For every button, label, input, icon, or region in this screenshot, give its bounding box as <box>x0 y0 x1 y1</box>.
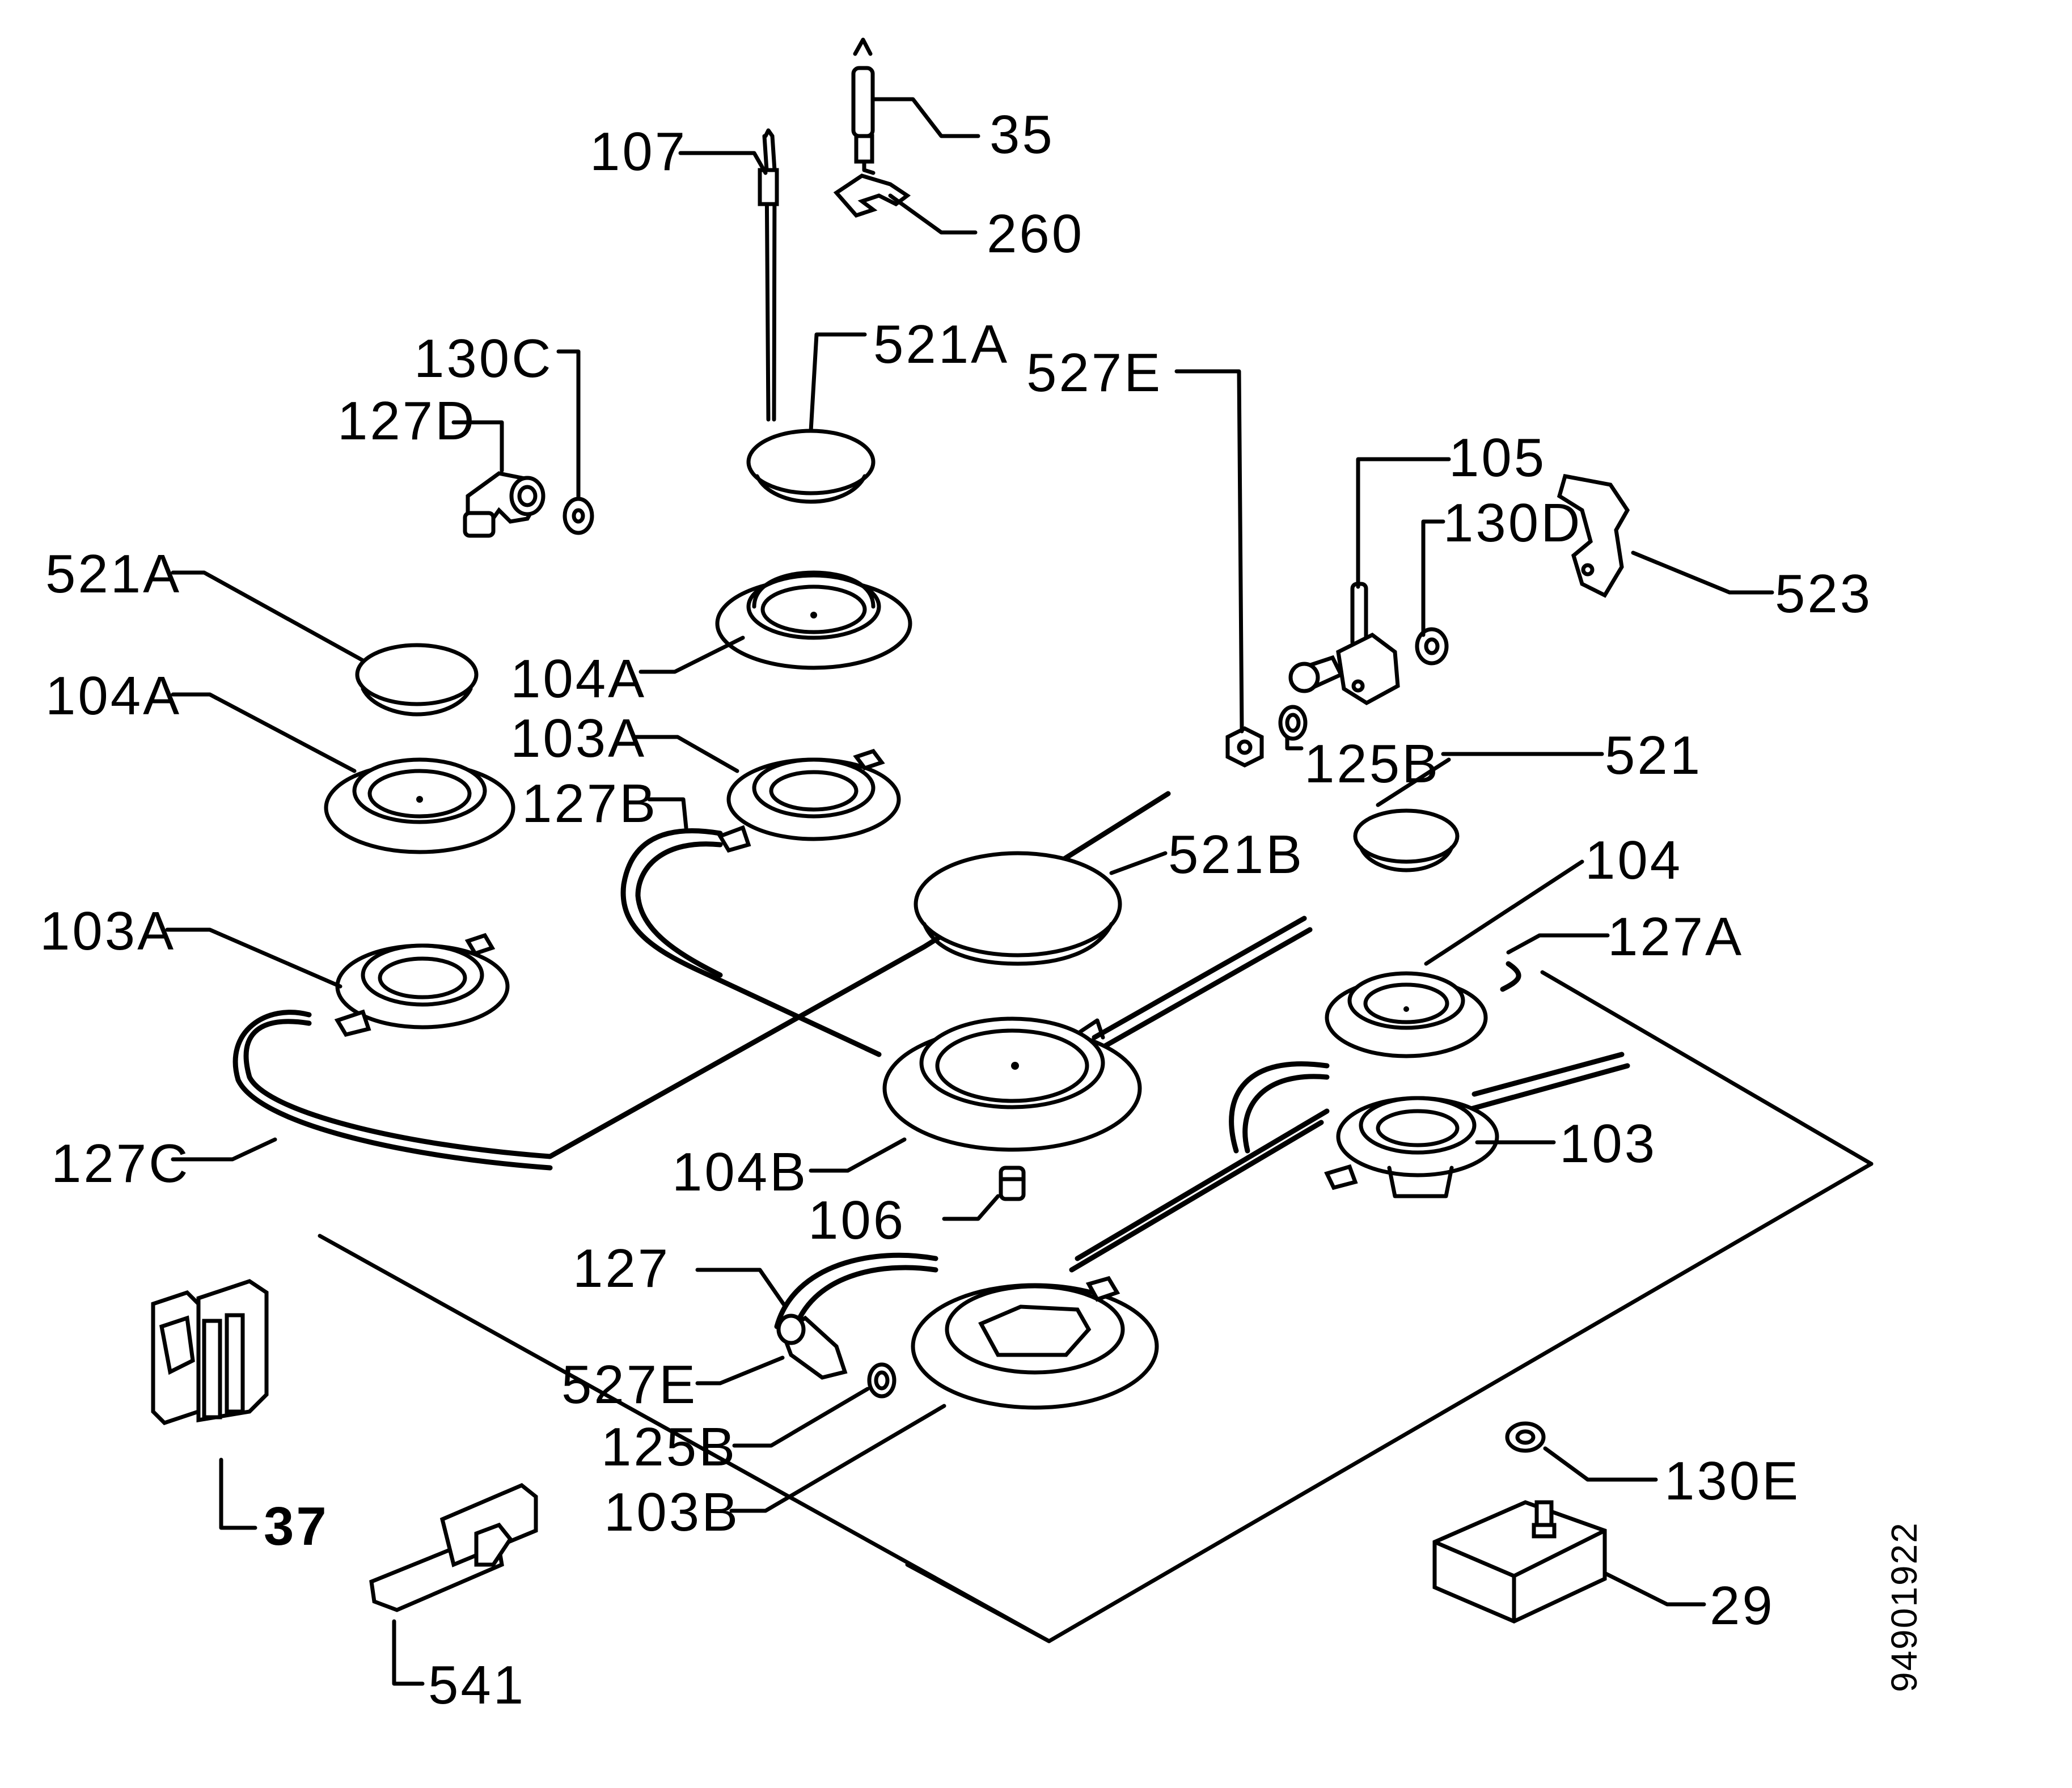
label-37: 37 <box>264 1496 329 1557</box>
spark-generator-29 <box>1432 1500 1607 1624</box>
switch-block-37 <box>151 1279 269 1426</box>
burner-crown-104A-mid <box>715 570 912 670</box>
label-521: 521 <box>1605 725 1702 786</box>
burner-base-103B <box>911 1276 1159 1410</box>
label-125B-bottom: 125B <box>601 1417 737 1477</box>
label-103B: 103B <box>604 1482 740 1543</box>
label-104B: 104B <box>672 1142 808 1202</box>
label-521B: 521B <box>1168 824 1304 885</box>
gas-pipe-127-lower <box>774 1061 1330 1335</box>
leader-lines <box>165 97 1774 1686</box>
label-125B-top: 125B <box>1304 734 1440 794</box>
nut-527E-top <box>1225 726 1264 768</box>
label-260: 260 <box>987 204 1084 264</box>
elbow-fitting-127D <box>463 471 546 538</box>
label-127D: 127D <box>337 391 477 451</box>
label-127C: 127C <box>51 1133 191 1194</box>
washer-130D <box>1415 627 1449 666</box>
injector-125B-bottom <box>867 1362 897 1399</box>
burner-crown-104 <box>1325 971 1488 1058</box>
thermocouple-107 <box>758 128 779 422</box>
document-number: 94901922 <box>1884 1522 1925 1692</box>
burner-cap-521A-left <box>355 643 479 717</box>
injector-106 <box>999 1166 1026 1201</box>
gas-pipe-127B <box>620 828 882 1057</box>
label-521A-top: 521A <box>873 314 1009 375</box>
washer-130E <box>1505 1421 1546 1453</box>
clip-260 <box>833 173 911 218</box>
label-127A: 127A <box>1608 906 1744 967</box>
burner-crown-104A-left <box>324 757 515 854</box>
burner-base-103A-left <box>334 933 510 1037</box>
part-labels: 107 35 260 521A 130C 127D 527E 105 130D … <box>40 104 1872 1715</box>
label-35: 35 <box>990 104 1055 165</box>
burner-cap-521B <box>914 851 1122 966</box>
burner-cap-521 <box>1353 808 1460 872</box>
label-523: 523 <box>1775 563 1872 624</box>
label-130D: 130D <box>1443 493 1583 553</box>
label-127: 127 <box>573 1238 670 1299</box>
label-104: 104 <box>1585 830 1682 891</box>
label-130E: 130E <box>1664 1451 1800 1511</box>
label-107: 107 <box>590 121 687 182</box>
burner-base-103 <box>1324 1096 1499 1198</box>
label-104A-left: 104A <box>45 666 181 726</box>
label-103: 103 <box>1559 1113 1657 1174</box>
ignition-unit-541 <box>369 1482 538 1612</box>
bracket-523 <box>1557 473 1630 598</box>
burner-cap-521A-top <box>746 429 876 504</box>
label-527E-bottom: 527E <box>561 1354 697 1415</box>
label-103A-left: 103A <box>40 901 176 961</box>
label-106: 106 <box>808 1190 906 1251</box>
hob-panel-outline <box>318 970 1874 1643</box>
label-521A-left: 521A <box>45 544 181 604</box>
label-127B: 127B <box>522 773 658 834</box>
pipe-fitting-527E-bottom <box>776 1314 848 1380</box>
spark-electrode-35 <box>851 37 876 175</box>
label-130C: 130C <box>414 328 553 389</box>
label-105: 105 <box>1449 427 1546 488</box>
label-527E-top: 527E <box>1026 342 1162 403</box>
label-104A-mid: 104A <box>510 649 646 709</box>
label-541: 541 <box>428 1655 526 1715</box>
injector-125B-top <box>1278 705 1308 741</box>
gas-valve-105 <box>1288 582 1400 706</box>
washer-130C <box>563 497 594 535</box>
label-103A-mid: 103A <box>510 708 646 769</box>
burner-crown-104B <box>882 1016 1142 1152</box>
gas-pipe-127C <box>232 791 1171 1171</box>
gas-pipe-127A <box>1092 916 1630 1114</box>
label-29: 29 <box>1710 1575 1775 1636</box>
burner-base-103A-mid <box>717 748 901 853</box>
